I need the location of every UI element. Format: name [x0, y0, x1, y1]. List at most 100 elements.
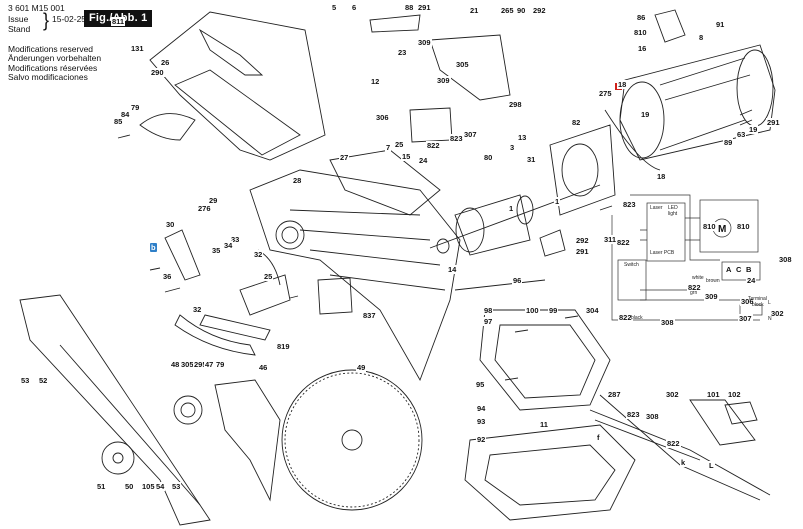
- part-label: 14: [447, 265, 458, 274]
- wiring-label-822b: 822: [618, 313, 633, 322]
- part-label: 101: [706, 390, 721, 399]
- part-label: 95: [475, 380, 486, 389]
- part-label: 19: [640, 110, 651, 119]
- motor-housing-ribs: [659, 57, 751, 151]
- part-label: 309: [436, 76, 451, 85]
- part-label: 82: [571, 118, 582, 127]
- part-label: 265: [500, 6, 515, 15]
- wiring-label-311: 311: [603, 235, 618, 244]
- part-label: 100: [525, 306, 540, 315]
- stator-body: [549, 124, 616, 216]
- part-label: 18: [656, 172, 667, 181]
- clamp-102: [724, 401, 758, 425]
- part-label: 90: [516, 6, 527, 15]
- part-label: 287: [607, 390, 622, 399]
- knob-292: [539, 229, 566, 257]
- wiring-label-c: C: [735, 265, 743, 274]
- main-housing: [249, 169, 461, 382]
- part-label: 810: [633, 28, 648, 37]
- part-label: 291: [417, 3, 432, 12]
- part-label: 54: [155, 482, 166, 491]
- wiring-label-308: 308: [778, 255, 793, 264]
- brush-holder: [654, 9, 686, 43]
- part-label: 822: [666, 439, 681, 448]
- part-label: 26: [160, 58, 171, 67]
- part-label: 99: [548, 306, 559, 315]
- part-label: 305: [455, 60, 470, 69]
- part-label: 823: [449, 134, 464, 143]
- part-label: 292: [575, 236, 590, 245]
- part-label: 79: [130, 103, 141, 112]
- guard-washer: [173, 395, 203, 425]
- callout-b: b: [150, 243, 157, 252]
- wiring-label-a: A: [725, 265, 733, 274]
- motor-housing: [619, 44, 776, 161]
- part-label: 307: [463, 130, 478, 139]
- callout-f: f: [596, 433, 601, 442]
- guard-arm: [174, 69, 301, 156]
- part-label: 34: [223, 241, 234, 250]
- housing-ring-18: [604, 109, 661, 171]
- part-label: 302: [665, 390, 680, 399]
- issue-label: Issue: [8, 14, 29, 24]
- part-label: 53: [20, 376, 31, 385]
- callout-l: L: [708, 461, 715, 470]
- part-label: 306: [375, 113, 390, 122]
- part-label: 5: [331, 3, 338, 12]
- flange-washer: [101, 441, 135, 475]
- mod-line-de: Änderungen vorbehalten: [8, 53, 102, 64]
- motor-housing-rear: [736, 49, 774, 127]
- part-label: 47: [204, 360, 215, 369]
- part-label: 16: [637, 44, 648, 53]
- link-arm-32: [199, 314, 271, 341]
- part-label: 46: [258, 363, 269, 372]
- wiring-label-307: 307: [738, 314, 753, 323]
- part-label: 13: [517, 133, 528, 142]
- part-label: 291: [766, 118, 781, 127]
- wiring-label-823: 823: [622, 200, 637, 209]
- stand-label: Stand: [8, 24, 31, 34]
- part-label: 811: [111, 17, 126, 26]
- part-label: 36: [162, 272, 173, 281]
- part-label: 309: [417, 38, 432, 47]
- part-label: 308: [645, 412, 660, 421]
- part-label: 822: [426, 141, 441, 150]
- wiring-label-822c: 822: [616, 238, 631, 247]
- part-label: 97: [483, 317, 494, 326]
- part-label: 295: [193, 360, 208, 369]
- part-label: 11: [539, 420, 549, 429]
- cable-bundle: [589, 409, 771, 496]
- part-label: 84: [120, 110, 131, 119]
- modifications-notice: Modifications reserved Änderungen vorbeh…: [8, 44, 102, 82]
- wiring-label-switch: Switch: [624, 262, 639, 268]
- part-label: 19: [748, 125, 759, 134]
- part-label: 35: [211, 246, 222, 255]
- bearing-14: [436, 238, 450, 254]
- part-label: 29: [208, 196, 219, 205]
- part-label: 85: [113, 117, 124, 126]
- part-label: 131: [130, 44, 145, 53]
- motor-m-letter: M: [718, 224, 726, 235]
- wiring-label-black: black: [631, 315, 643, 321]
- part-label: 102: [727, 390, 742, 399]
- callout-k: k: [680, 458, 687, 467]
- part-label: 18: [617, 80, 628, 89]
- part-label: 276: [197, 204, 212, 213]
- wiring-label-grn: grn: [690, 290, 698, 296]
- part-label: 24: [418, 156, 429, 165]
- guard-cover: [214, 379, 281, 502]
- part-label: 290: [150, 68, 165, 77]
- part-label: 30: [165, 220, 176, 229]
- wiring-label-308b: 308: [660, 318, 675, 327]
- part-label: 819: [276, 342, 291, 351]
- part-label: 304: [585, 306, 600, 315]
- part-label: 49: [356, 363, 367, 372]
- doc-number: 3 601 M15 001: [8, 3, 65, 13]
- part-label: 23: [397, 48, 408, 57]
- part-label: 7: [385, 143, 392, 152]
- mod-line-es: Salvo modificaciones: [8, 71, 88, 82]
- armature-body: [454, 194, 531, 256]
- wiring-label-terminal: Terminal: [748, 296, 767, 302]
- housing-bore: [275, 220, 305, 250]
